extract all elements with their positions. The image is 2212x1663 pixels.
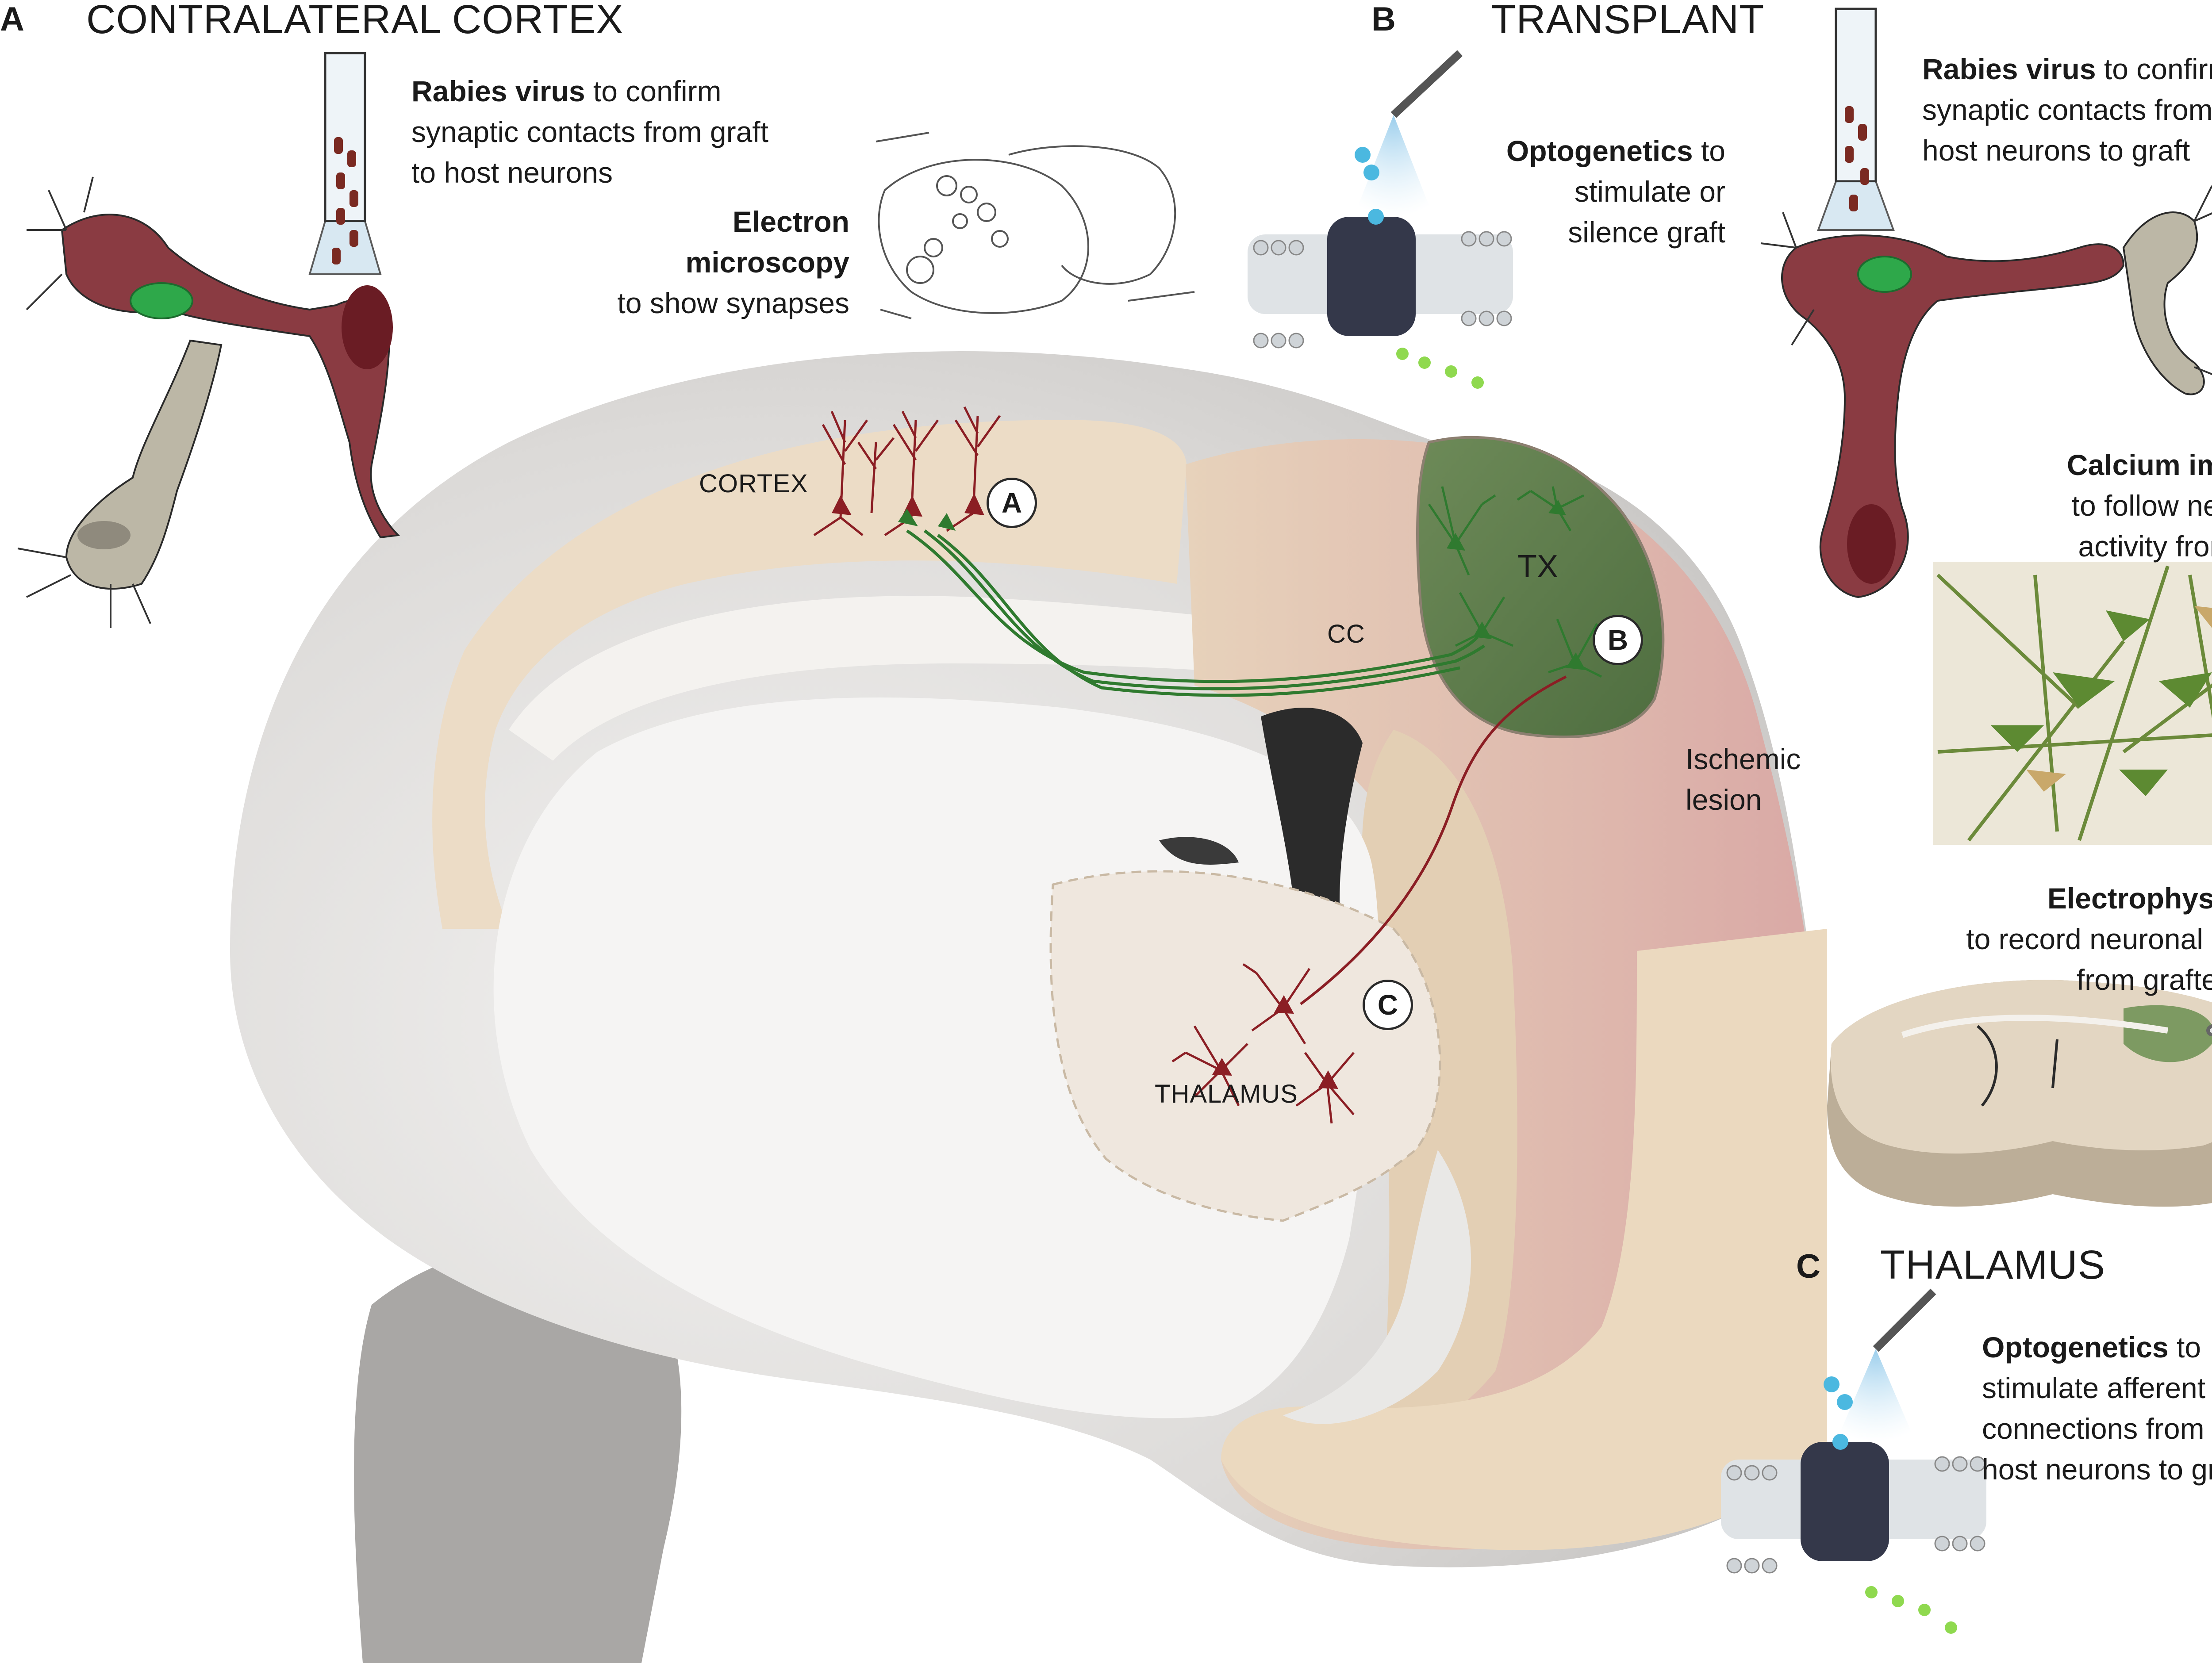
rabies-a-bold: Rabies virus xyxy=(411,75,585,107)
ephys-line3: from grafted cells xyxy=(2076,963,2212,996)
opto-c-bold: Optogenetics xyxy=(1982,1331,2169,1364)
rabies-a-line1: to confirm xyxy=(585,75,722,107)
brain-slice-image xyxy=(1827,980,2212,1207)
rabies-a-line2: synaptic contacts from graft xyxy=(411,115,768,148)
panel-c-title: THALAMUS xyxy=(1880,1242,2105,1287)
opto-b-bold: Optogenetics xyxy=(1506,134,1693,167)
rabies-b-bold: Rabies virus xyxy=(1922,53,2096,85)
marker-a: A xyxy=(987,478,1037,528)
thalamus-neurons xyxy=(1171,963,1355,1124)
cortex-neurons xyxy=(813,406,1001,536)
graft-somata xyxy=(1447,500,1586,670)
ephys-text: Electrophysiology to record neuronal act… xyxy=(1858,878,2212,1000)
opto-c-line3: connections from xyxy=(1982,1412,2204,1445)
membrane-channel-icon xyxy=(1248,147,1513,389)
electron-microscopy-sketch xyxy=(876,132,1195,319)
electron-text: Electron microscopy to show synapses xyxy=(562,201,849,323)
graft-axons xyxy=(906,529,1485,697)
panel-b-title: TRANSPLANT xyxy=(1491,0,1765,42)
rabies-b-line1: to confirm xyxy=(2104,53,2212,85)
rabies-a-text: Rabies virus to confirm synaptic contact… xyxy=(411,71,768,193)
panel-a-title: CONTRALATERAL CORTEX xyxy=(86,0,624,42)
thalamus-label: THALAMUS xyxy=(1155,1080,1298,1108)
ischemic-line2: lesion xyxy=(1686,783,1762,816)
tx-label: TX xyxy=(1517,549,1559,584)
ischemic-line1: Ischemic xyxy=(1686,743,1801,775)
rabies-b-text: Rabies virus to confirm synaptic contact… xyxy=(1922,49,2212,171)
opto-c-line4: host neurons to graft xyxy=(1982,1453,2212,1486)
rabies-b-line2: synaptic contacts from xyxy=(1922,93,2212,126)
corpus-callosum xyxy=(509,596,1416,761)
calcium-line3: activity from graft xyxy=(2078,530,2212,563)
opto-b-line2: stimulate or xyxy=(1574,175,1725,208)
panel-c-letter: C xyxy=(1796,1248,1820,1285)
marker-b: B xyxy=(1593,615,1643,665)
hippocampus xyxy=(1283,1150,1471,1424)
brainstem xyxy=(354,1245,682,1663)
optic-fiber-icon-c xyxy=(1836,1288,1936,1442)
panel-a-letter: A xyxy=(0,0,24,38)
electron-line3: to show synapses xyxy=(617,287,849,319)
electron-line1: Electron xyxy=(732,205,849,238)
panel-b-letter: B xyxy=(1371,0,1396,38)
graft-neurons xyxy=(1428,486,1602,678)
electron-line2: microscopy xyxy=(685,246,849,279)
opto-c-line2: stimulate afferent xyxy=(1982,1372,2206,1404)
opto-c-line1: to xyxy=(2168,1331,2201,1364)
marker-c: C xyxy=(1363,980,1413,1030)
thalamic-axon xyxy=(1300,675,1567,1005)
cortex-band xyxy=(432,420,1187,929)
panel-b-neurons xyxy=(1760,8,2212,598)
calcium-line2: to follow neuronal xyxy=(2071,489,2212,522)
opto-b-line1: to xyxy=(1693,134,1725,167)
rabies-a-line3: to host neurons xyxy=(411,156,613,189)
calcium-text: Calcium imaging to follow neuronal activ… xyxy=(1947,444,2212,567)
membrane-channel-icon-c xyxy=(1721,1376,1986,1634)
opto-b-line3: silence graft xyxy=(1568,216,1725,249)
cortex-green-somata xyxy=(898,509,956,531)
rabies-b-line3: host neurons to graft xyxy=(1922,134,2190,167)
panel-a-illustration xyxy=(17,52,400,628)
thalamus-somata xyxy=(1212,995,1338,1089)
opto-c-text: Optogenetics to stimulate afferent conne… xyxy=(1982,1327,2212,1490)
ephys-line2: to record neuronal activity xyxy=(1966,923,2212,955)
cortex-label: CORTEX xyxy=(699,469,808,498)
cc-label: CC xyxy=(1327,620,1365,648)
optic-fiber-icon xyxy=(1354,50,1463,217)
notch xyxy=(1159,837,1239,865)
transplant-graft xyxy=(1416,436,1665,739)
ischemic-lesion-label: Ischemic lesion xyxy=(1686,739,1801,820)
opto-b-text: Optogenetics to stimulate or silence gra… xyxy=(1416,130,1725,253)
temporal-lobe xyxy=(1221,929,1827,1550)
pipette-icon xyxy=(308,52,382,275)
ephys-line1: Electrophysiology xyxy=(2047,882,2212,915)
calcium-imaging-image xyxy=(1933,562,2212,845)
calcium-line1: Calcium imaging xyxy=(2066,448,2212,481)
